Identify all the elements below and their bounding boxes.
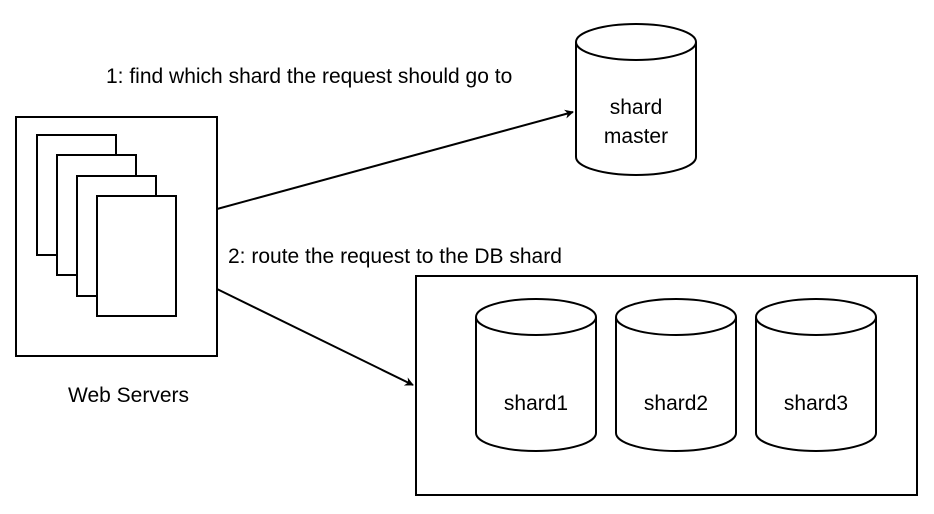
server-pages-icon: [36, 134, 177, 317]
edge-to-shard-master-label: 1: find which shard the request should g…: [106, 65, 512, 88]
web-servers-label: Web Servers: [68, 384, 189, 407]
shard3-node: shard3: [755, 298, 877, 452]
shard2-label: shard2: [644, 392, 708, 415]
edge-to-shards-label: 2: route the request to the DB shard: [228, 245, 562, 268]
shard2-cylinder: [615, 298, 737, 452]
shard1-node: shard1: [475, 298, 597, 452]
shard3-label: shard3: [784, 392, 848, 415]
edge-to-shard-master: [216, 109, 574, 210]
shard2-node: shard2: [615, 298, 737, 452]
web-servers-node: Web Servers: [15, 116, 218, 407]
shards-container: shard1 shard2 shard3: [415, 275, 918, 496]
shard1-cylinder: [475, 298, 597, 452]
shard-master-label-line2: master: [604, 125, 668, 148]
shard1-label: shard1: [504, 392, 568, 415]
shard3-cylinder: [755, 298, 877, 452]
edge-to-shards: [216, 288, 414, 386]
shard-master-label-line1: shard: [610, 96, 663, 119]
shard-master-node: shard master: [575, 23, 697, 176]
shard-master-cylinder: [575, 23, 697, 176]
